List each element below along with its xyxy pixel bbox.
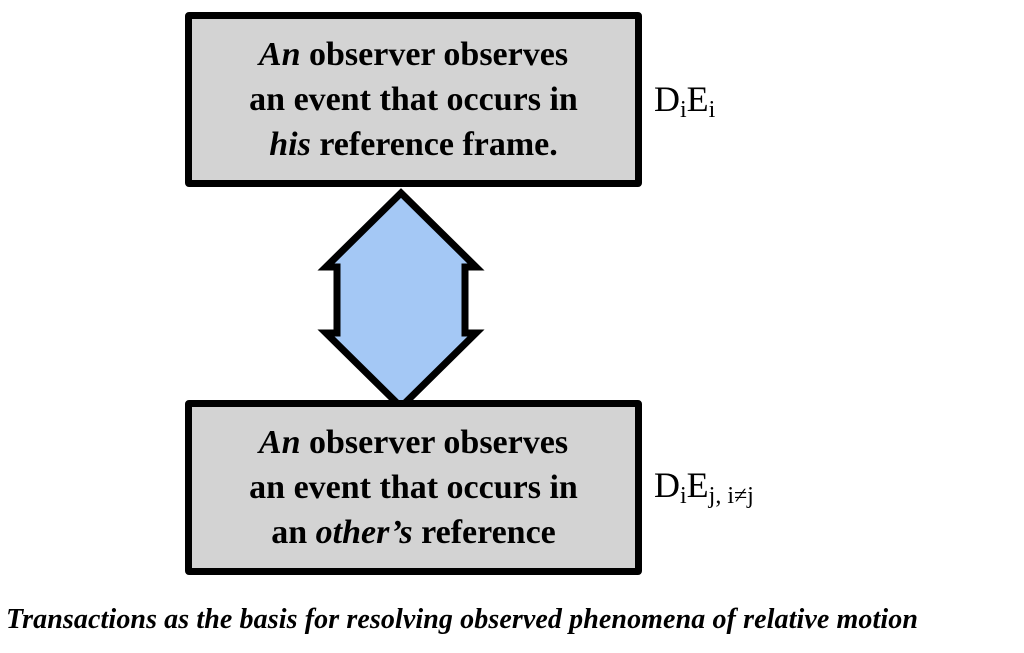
top-box-line-1-text: observer observes [300,36,569,73]
bottom-box-other-frame: An observer observes an event that occur… [185,400,642,575]
top-box-line-3: his reference frame. [269,122,558,167]
label-base-e: E [686,465,709,505]
label-sub-i: i [708,97,716,123]
label-base-e: E [686,79,709,119]
top-box-line-1: An observer observes [259,32,568,77]
top-box-line-2: an event that occurs in [249,81,578,118]
top-box-line-3-italic: his [269,126,311,163]
bottom-box-line-3-pre: an [271,514,316,551]
bottom-box-line-3: an other’s reference [271,510,556,555]
label-base-d: D [654,79,680,119]
bottom-box-line-1-italic: An [258,424,301,461]
arrow-shape [317,188,485,412]
label-base-d: D [654,465,680,505]
bottom-box-line-1: An observer observes [259,420,568,465]
bottom-box-line-1-text: observer observes [300,424,569,461]
label-sub-i: i [680,97,687,123]
label-sub-i: i [680,483,687,509]
top-box-line-1-italic: An [258,36,301,73]
top-box-label-di-ei: DiEi [654,78,716,123]
bottom-box-label-di-ej: DiEj, i≠j [654,464,754,509]
bottom-box-line-3-italic: other’s [315,514,413,551]
top-box-line-3-text: reference frame. [310,126,558,163]
label-sub-j-i-neq-j: j, i≠j [708,483,754,509]
top-box-own-frame: An observer observes an event that occur… [185,12,642,187]
figure-caption: Transactions as the basis for resolving … [6,604,919,635]
bottom-box-line-3-text: reference [412,514,556,551]
bottom-box-line-2: an event that occurs in [249,469,578,506]
